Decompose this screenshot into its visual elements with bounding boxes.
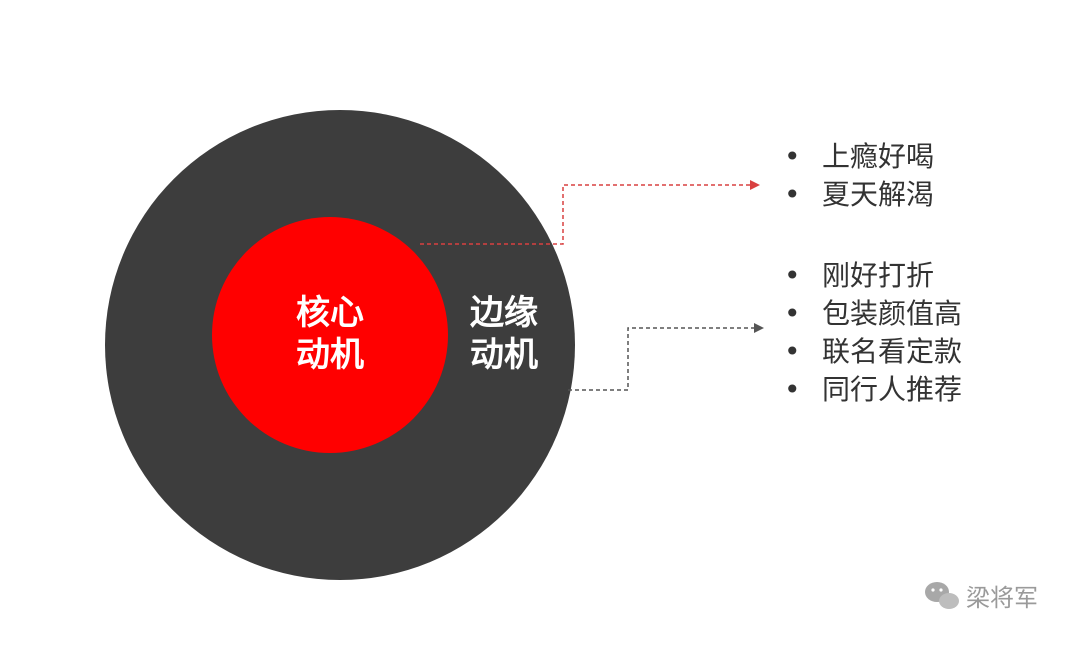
outer-circle-label-line1: 边缘 (470, 293, 538, 333)
bullet: • (784, 259, 801, 292)
inner-circle (212, 217, 448, 453)
watermark: 梁将军 (925, 582, 1038, 612)
inner-circle-label-line2: 动机 (296, 335, 364, 375)
edge-motivation-list: • 刚好打折 • 包装颜值高 • 联名看定款 • 同行人推荐 (784, 259, 962, 406)
watermark-text: 梁将军 (966, 584, 1038, 612)
edge-item-text: 包装颜值高 (822, 297, 962, 330)
edge-item-text: 联名看定款 (822, 335, 962, 368)
wechat-icon (925, 582, 959, 609)
bullet: • (784, 335, 801, 368)
list-item: • 刚好打折 (784, 259, 934, 292)
list-item: • 包装颜值高 (784, 297, 962, 330)
edge-item-text: 同行人推荐 (822, 373, 962, 406)
edge-item-text: 刚好打折 (822, 259, 934, 292)
bullet: • (784, 178, 801, 211)
list-item: • 夏天解渴 (784, 178, 934, 211)
core-motivation-list: • 上瘾好喝 • 夏天解渴 (784, 140, 934, 211)
list-item: • 联名看定款 (784, 335, 962, 368)
core-item-text: 上瘾好喝 (822, 140, 934, 173)
core-connector-arrow (420, 180, 760, 245)
outer-circle-label-line2: 动机 (470, 335, 538, 375)
bullet: • (784, 140, 801, 173)
list-item: • 同行人推荐 (784, 373, 962, 406)
bullet: • (784, 297, 801, 330)
core-item-text: 夏天解渴 (822, 178, 934, 211)
edge-connector-arrow (568, 323, 764, 391)
list-item: • 上瘾好喝 (784, 140, 934, 173)
bullet: • (784, 373, 801, 406)
inner-circle-label-line1: 核心 (296, 293, 364, 333)
